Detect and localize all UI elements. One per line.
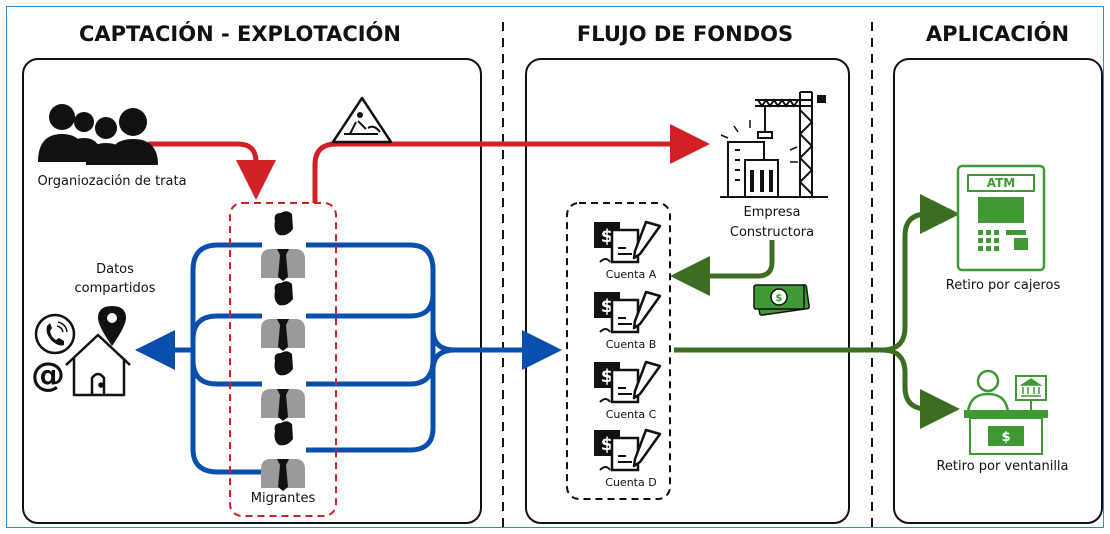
diagram-frame	[6, 6, 1104, 528]
svg-text:$: $	[601, 366, 614, 387]
account-label: Cuenta D	[605, 476, 657, 489]
migrants-box	[229, 202, 337, 517]
svg-text:$: $	[601, 296, 614, 317]
account-item: $ Cuenta A	[588, 220, 678, 286]
account-item: $ Cuenta B	[588, 290, 678, 356]
retiro-ventanilla-label: Retiro por ventanilla	[936, 459, 1069, 474]
money-icon: $	[753, 284, 810, 316]
datos-label-line1: Datos	[96, 262, 134, 277]
migrants-icons	[261, 211, 305, 491]
migrant-icon	[261, 351, 305, 421]
section-title-captacion: CAPTACIÓN - EXPLOTACIÓN	[78, 22, 401, 46]
group-icon	[38, 104, 158, 165]
house-icon	[65, 333, 131, 397]
retiro-cajeros-label: Retiro por cajeros	[945, 278, 1061, 293]
migrant-icon	[261, 421, 305, 491]
account-item: $ Cuenta C	[588, 360, 678, 426]
check-icon: $	[594, 290, 662, 334]
svg-text:$: $	[776, 293, 783, 304]
migrantes-label: Migrantes	[250, 491, 316, 506]
organizacion-label: Organiozación de trata	[37, 174, 187, 189]
blue-flow-lines	[135, 242, 562, 475]
account-label: Cuenta A	[605, 268, 657, 281]
at-icon: @	[31, 355, 65, 395]
atm-icon	[956, 164, 1046, 272]
bank-teller-icon: $	[964, 369, 1048, 455]
check-icon: $	[594, 428, 662, 472]
accounts-box	[566, 202, 671, 500]
phone-icon	[34, 313, 76, 355]
svg-text:$: $	[1001, 430, 1010, 445]
datos-label-line2: compartidos	[74, 281, 156, 296]
svg-text:$: $	[601, 226, 614, 247]
account-label: Cuenta C	[605, 408, 657, 421]
panel-captacion	[22, 58, 482, 524]
account-label: Cuenta B	[605, 338, 657, 351]
section-title-flujo: FLUJO DE FONDOS	[576, 22, 794, 46]
account-item: $ Cuenta D	[588, 428, 678, 494]
construction-sign-icon	[331, 96, 393, 144]
check-icon: $	[594, 360, 662, 404]
migrant-icon	[261, 211, 305, 281]
migrant-icon	[261, 281, 305, 351]
empresa-label-line2: Constructora	[729, 225, 815, 240]
panel-flujo	[525, 58, 850, 524]
svg-text:$: $	[601, 434, 614, 455]
check-icon: $	[594, 220, 662, 264]
green-flow-lines	[670, 194, 960, 429]
empresa-label-line1: Empresa	[743, 205, 801, 220]
crane-building-icon	[720, 91, 828, 198]
section-title-aplicacion: APLICACIÓN	[925, 22, 1070, 46]
atm-label: ATM	[986, 176, 1016, 190]
panel-aplicacion	[893, 58, 1103, 524]
location-pin-icon	[98, 306, 126, 346]
red-flow-lines	[148, 124, 710, 203]
